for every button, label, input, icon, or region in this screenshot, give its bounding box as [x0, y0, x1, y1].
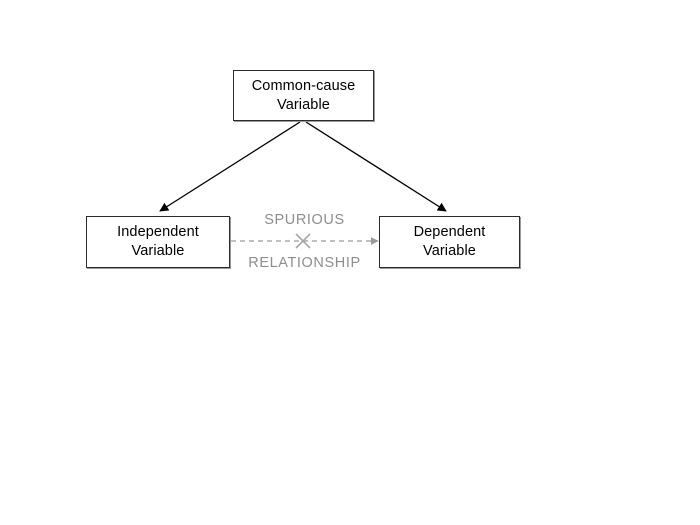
- edge-label-spurious: SPURIOUS: [264, 212, 345, 228]
- node-dependent-variable: Dependent Variable: [379, 216, 520, 268]
- node-independent-variable: Independent Variable: [86, 216, 230, 268]
- edge-label-relationship: RELATIONSHIP: [248, 255, 361, 271]
- edge-common-cause-to-dependent: [305, 121, 447, 212]
- spurious-cross-icon: [295, 233, 311, 249]
- node-common-cause-variable: Common-cause Variable: [233, 70, 374, 121]
- edge-common-cause-to-independent: [159, 121, 301, 212]
